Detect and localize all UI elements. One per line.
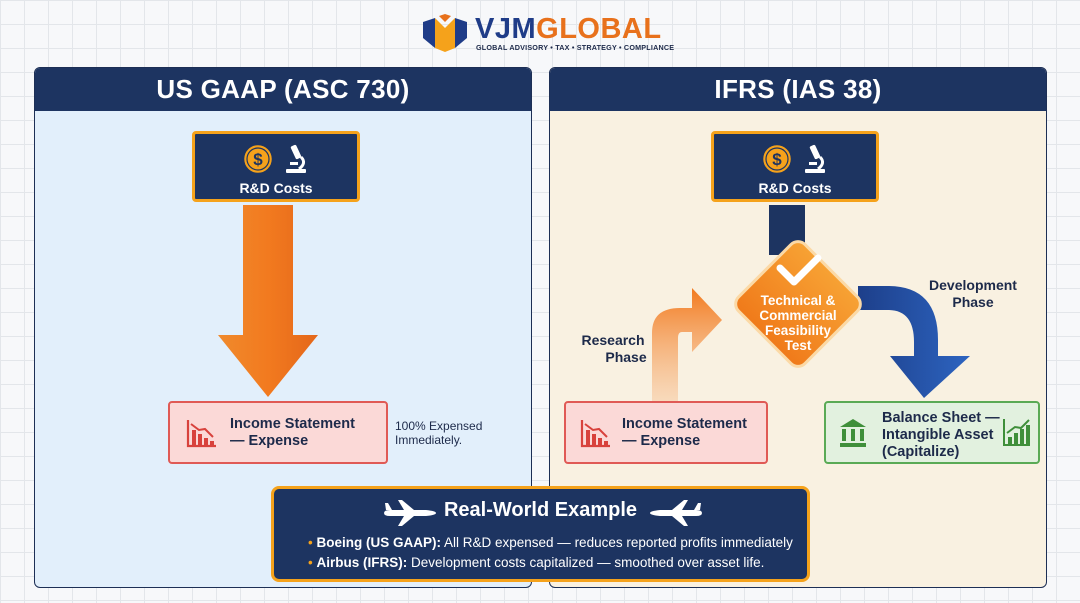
ifrs-income-statement-box: Income Statement — Expense xyxy=(564,401,768,464)
expensed-note-line2: Immediately. xyxy=(395,433,463,447)
feasibility-test-diamond xyxy=(734,240,862,368)
ifrs-title: IFRS (IAS 38) xyxy=(550,68,1046,111)
expensed-note-line1: 100% Expensed xyxy=(395,419,483,433)
brand-name: VJMGLOBAL xyxy=(475,13,662,45)
asset-line2: Intangible Asset xyxy=(882,427,994,443)
ifrs-expense-line2: — Expense xyxy=(622,433,701,449)
ifrs-expense-line1: Income Statement xyxy=(622,416,747,432)
dollar-coin-icon: $ xyxy=(761,143,793,175)
balance-sheet-box: Balance Sheet — Intangible Asset (Capita… xyxy=(824,401,1040,464)
rd-costs-label: R&D Costs xyxy=(239,180,313,196)
bank-building-icon xyxy=(840,419,866,447)
test-line4: Test xyxy=(784,338,812,353)
us-income-statement-box: Income Statement — Expense xyxy=(168,401,388,464)
test-line3: Feasibility xyxy=(764,323,832,338)
income-statement-line1: Income Statement xyxy=(230,416,355,432)
test-line1: Technical & xyxy=(760,293,836,308)
asset-line3: (Capitalize) xyxy=(882,444,960,460)
dollar-coin-icon: $ xyxy=(242,143,274,175)
bullet-icon: • xyxy=(308,535,313,550)
real-world-example-box: Real-World Example • Boeing (US GAAP): A… xyxy=(271,486,810,582)
declining-chart-icon xyxy=(186,420,216,448)
airbus-label: Airbus (IFRS): xyxy=(316,555,408,570)
example-title: Real-World Example xyxy=(443,499,638,521)
microscope-icon xyxy=(286,144,307,173)
research-line2: Phase xyxy=(605,349,647,365)
test-line2: Commercial xyxy=(759,308,837,323)
research-line1: Research xyxy=(581,332,645,348)
airbus-text: Development costs capitalized — smoothed… xyxy=(407,555,765,570)
asset-line1: Balance Sheet — xyxy=(882,410,1000,426)
boeing-text: All R&D expensed — reduces reported prof… xyxy=(441,535,793,550)
income-statement-line2: — Expense xyxy=(230,433,309,449)
feasibility-test-label: Technical & Commercial Feasibility Test xyxy=(742,293,854,353)
declining-chart-icon xyxy=(580,420,610,448)
brand-tagline: GLOBAL ADVISORY • TAX • STRATEGY • COMPL… xyxy=(476,43,675,52)
ifrs-rd-costs-box: $ R&D Costs xyxy=(711,131,879,202)
research-phase-label: Research Phase xyxy=(576,332,650,366)
expensed-note: 100% Expensed Immediately. xyxy=(395,419,482,447)
us-rd-costs-box: $ R&D Costs xyxy=(192,131,360,202)
rising-chart-icon xyxy=(1003,419,1030,446)
expense-flow-arrow xyxy=(218,205,318,397)
vjm-logo-icon xyxy=(423,14,467,52)
development-line2: Phase xyxy=(952,294,994,310)
svg-text:$: $ xyxy=(772,150,782,169)
development-phase-label: Development Phase xyxy=(924,277,1022,311)
bullet-icon: • xyxy=(308,555,313,570)
us-gaap-title: US GAAP (ASC 730) xyxy=(35,68,531,111)
boeing-label: Boeing (US GAAP): xyxy=(316,535,442,550)
microscope-icon xyxy=(805,144,826,173)
development-line1: Development xyxy=(929,277,1017,293)
rd-costs-label: R&D Costs xyxy=(758,180,832,196)
vjm-global-logo: VJMGLOBAL GLOBAL ADVISORY • TAX • STRATE… xyxy=(421,12,674,56)
airplane-icon xyxy=(384,500,436,526)
development-phase-arrow xyxy=(858,286,970,398)
example-item-airbus: • Airbus (IFRS): Development costs capit… xyxy=(308,555,764,571)
example-item-boeing: • Boeing (US GAAP): All R&D expensed — r… xyxy=(308,535,793,551)
airplane-icon xyxy=(650,500,702,526)
research-phase-arrow xyxy=(652,288,722,403)
svg-text:$: $ xyxy=(253,150,263,169)
